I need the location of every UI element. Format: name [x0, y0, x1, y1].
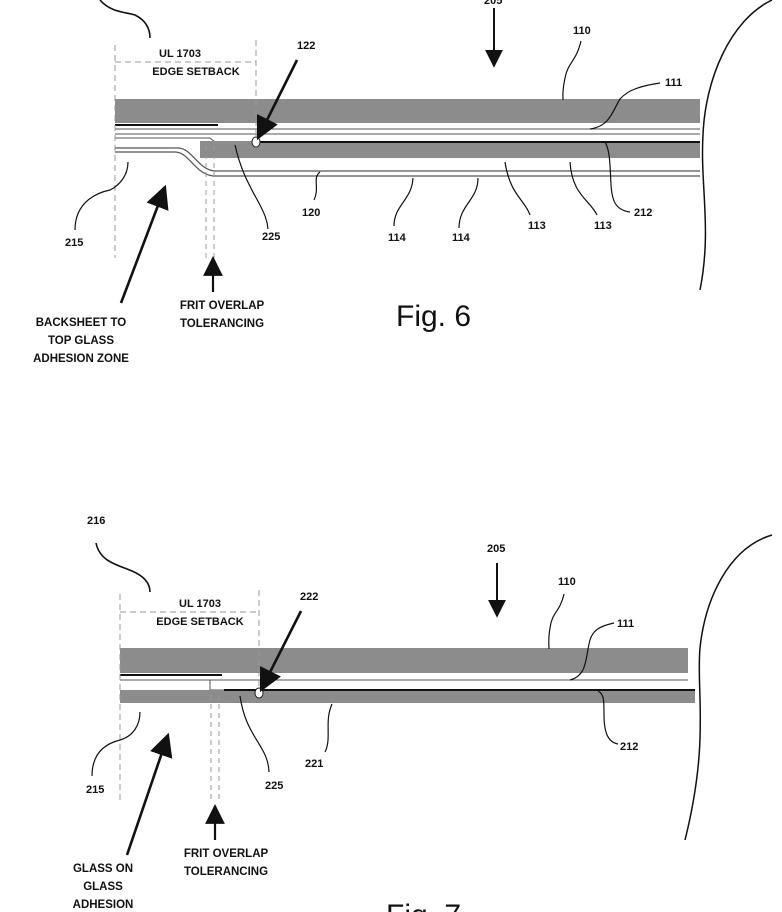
ref-111-fig6: 111: [665, 77, 682, 89]
adhesion-label-line3-fig7: ADHESION: [73, 899, 134, 911]
backsheet-line-114a: [115, 147, 700, 172]
ref-216: 216: [87, 515, 105, 527]
frit-label-line2-fig6: TOLERANCING: [180, 318, 264, 330]
ref-111-fig7: 111: [617, 618, 634, 630]
bottom-glass-221: [120, 690, 695, 703]
leader-212-fig6: [604, 141, 631, 213]
leader-110-fig7: [548, 593, 565, 650]
arrow-adhesion-fig7: [125, 732, 173, 856]
ref-205-fig6: 205: [484, 0, 502, 7]
arrow-adhesion-zone: [119, 184, 169, 304]
frit-label-line2-fig7: TOLERANCING: [184, 866, 268, 878]
leader-114b: [458, 177, 479, 229]
figure-6-caption: Fig. 6: [396, 300, 471, 333]
ref-221: 221: [305, 758, 323, 770]
break-line-fig7: [684, 534, 773, 841]
ref-225-fig6: 225: [262, 231, 280, 243]
backsheet-line-114b: [115, 151, 700, 177]
leader-111-fig6: [589, 82, 661, 130]
ref-225-fig7: 225: [265, 780, 283, 792]
ref-110-fig6: 110: [573, 25, 591, 37]
leader-110-fig6: [562, 40, 582, 101]
ref-120: 120: [302, 207, 320, 219]
ref-110-fig7: 110: [558, 576, 576, 588]
bracket-curve-216: [95, 542, 151, 593]
leader-113a: [504, 161, 531, 216]
ref-222: 222: [300, 591, 318, 603]
cell-layer-212: [200, 141, 700, 158]
setback-label-line2-fig7: EDGE SETBACK: [156, 616, 243, 628]
ref-215-fig7: 215: [86, 784, 104, 796]
frit-step-fig7: [209, 680, 225, 691]
adhesion-label-line1-fig6: BACKSHEET TO: [36, 317, 127, 329]
frit-label-line1-fig6: FRIT OVERLAP: [180, 300, 265, 312]
top-glass-110-fig7: [120, 648, 688, 673]
ref-212-fig6: 212: [634, 207, 652, 219]
setback-label-line1-fig6: UL 1703: [159, 48, 201, 60]
setback-label-line1-fig7: UL 1703: [179, 598, 221, 610]
leader-225-fig6: [234, 144, 269, 230]
adhesion-label-line2-fig6: TOP GLASS: [48, 335, 114, 347]
ref-212-fig7: 212: [620, 741, 638, 753]
ref-113a: 113: [528, 220, 546, 232]
leader-221: [324, 703, 333, 753]
leader-111-fig7: [569, 622, 615, 681]
ref-205-fig7: 205: [487, 543, 505, 555]
figure-7-caption: Fig. 7: [386, 899, 461, 912]
bracket-curve-fig6: [99, 0, 151, 39]
adhesion-label-line2-fig7: GLASS: [83, 881, 123, 893]
adhesion-label-line1-fig7: GLASS ON: [73, 863, 133, 875]
leader-212-fig7: [597, 690, 619, 745]
figure-6: 205 110 111 122 UL 1703 EDGE SETBACK 120…: [33, 0, 773, 365]
adhesion-label-line3-fig6: ADHESION ZONE: [33, 353, 129, 365]
arrow-122: [256, 59, 299, 141]
arrow-222: [259, 610, 303, 693]
figure-7: 216 205 110 111 222 UL 1703 EDGE SETBACK…: [73, 515, 773, 912]
ref-122: 122: [297, 40, 315, 52]
leader-215-fig7: [91, 711, 141, 777]
ref-114a: 114: [388, 232, 407, 244]
frit-label-line1-fig7: FRIT OVERLAP: [184, 848, 269, 860]
top-glass-110: [115, 99, 700, 123]
leader-113b: [569, 161, 598, 216]
setback-label-line2-fig6: EDGE SETBACK: [152, 66, 239, 78]
ref-215-fig6: 215: [65, 237, 83, 249]
break-line-fig6: [699, 0, 773, 291]
leader-215-fig6: [74, 161, 129, 231]
ref-114b: 114: [452, 232, 471, 244]
leader-225-fig7: [239, 695, 270, 773]
leader-120: [313, 171, 321, 201]
contact-bead-122: [251, 136, 261, 148]
ref-113b: 113: [594, 220, 612, 232]
leader-114a: [393, 177, 414, 227]
